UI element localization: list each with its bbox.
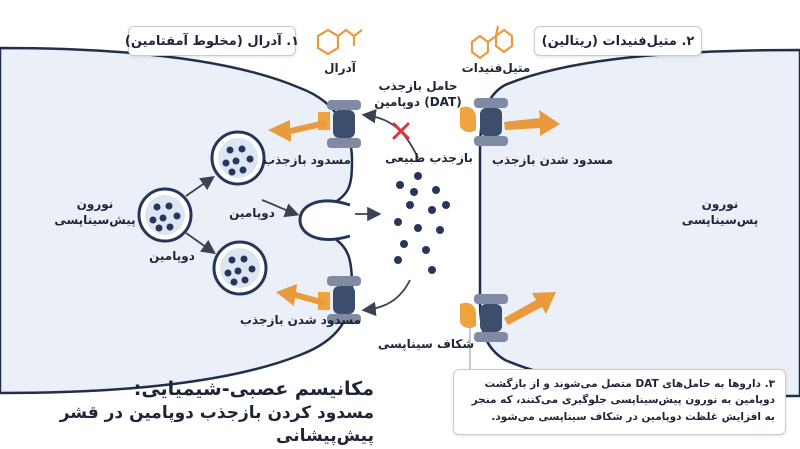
block-x-icon (392, 122, 410, 140)
presynaptic-neuron-label: نورون پیش‌سیناپسی (54, 197, 136, 228)
fusing-vesicle (298, 199, 351, 241)
dat-transporter-icon (474, 294, 508, 342)
vesicle-arrow (261, 199, 300, 218)
diagram-title: مکانیسم عصبی-شیمیایی: مسدود کردن بازجذب … (14, 377, 374, 449)
methylphenidate-molecule-icon (470, 25, 514, 60)
block-arrow-orange (268, 120, 326, 142)
postsynaptic-neuron-label: نورون پس‌سیناپسی (681, 197, 759, 228)
dat-label: حامل بازجذب (DAT) دوپامین (374, 79, 462, 110)
blocked-reuptake-label-right: مسدود شدن بازجذب (491, 153, 613, 167)
block-arrow-orange (276, 284, 325, 306)
explanation-note: ۳. داروها به حامل‌های DAT متصل می‌شوند و… (453, 369, 786, 435)
drug-bound-icon (460, 106, 476, 133)
drug-bound-icon (460, 302, 476, 329)
vesicle-icon (212, 240, 268, 296)
dat-transporter-icon (474, 98, 508, 146)
vesicle-icon (137, 187, 193, 243)
dat-transporter-icon (327, 276, 361, 324)
title-line-2: مسدود کردن بازجذب دوپامین در قشر پیش‌پیش… (59, 402, 374, 447)
vesicle-icon (210, 130, 266, 186)
vesicle-arrow (185, 232, 216, 255)
adderall-molecule-label: آدرال (324, 61, 356, 75)
ritalin-box: ۲. متیل‌فنیدات (ریتالین) (534, 26, 702, 56)
adderall-molecule-icon (316, 28, 363, 56)
methylphenidate-molecule-label: متیل‌فنیدات (461, 61, 531, 75)
natural-reuptake-label: بازجذب طبیعی (385, 151, 473, 165)
adderall-box: ۱. آدرال (مخلوط آمفتامین) (125, 26, 299, 56)
block-arrow-orange (504, 292, 556, 325)
blocked-reuptake-label-bottom: مسدود شدن بازجذب (239, 313, 361, 327)
reuptake-arrow-bottom (361, 279, 411, 317)
block-arrow-orange (504, 110, 560, 136)
blocked-reuptake-label-top: مسدود بازجذب (263, 153, 351, 167)
dat-transporter-icon (327, 100, 361, 148)
dopamine-dot-icon (394, 172, 450, 274)
dopamine-label-upper: دوپامین (229, 206, 275, 220)
dopamine-label-lower: دوپامین (149, 249, 195, 263)
vesicle-arrow (185, 175, 215, 197)
title-line-1: مکانیسم عصبی-شیمیایی: (133, 378, 374, 400)
synaptic-cleft-label: شکاف سیناپسی (377, 337, 475, 351)
